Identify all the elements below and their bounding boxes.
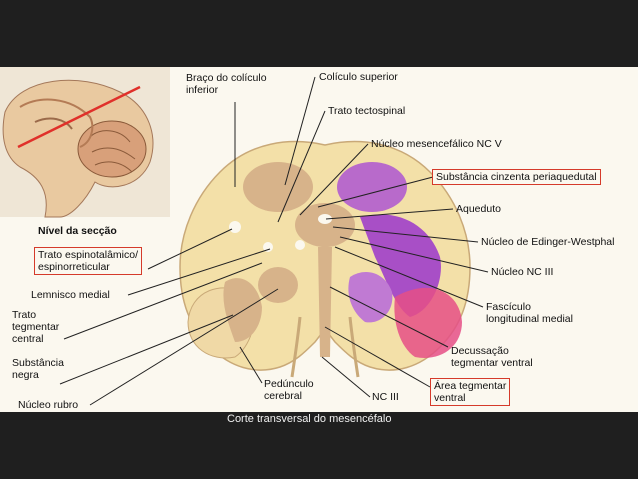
label-pedunculo-line1: Pedúnculo [264, 378, 314, 390]
anatomy-figure: Nível da secção Braço do colículo inferi… [0, 67, 638, 412]
inset-brain-drawing [0, 67, 170, 218]
label-decussacao-line2: tegmentar ventral [451, 357, 533, 369]
label-nucleo-rubro: Núcleo rubro [18, 399, 79, 411]
label-trato-tectospinal: Trato tectospinal [328, 105, 406, 117]
leader-lines [59, 76, 489, 406]
label-braco-coliculo-line1: Braço do colículo [186, 72, 267, 84]
slide-caption: Corte transversal do mesencéfalo [227, 413, 392, 425]
midbrain-section [179, 140, 471, 378]
label-substancia-negra-line2: negra [12, 369, 39, 381]
label-edinger-westphal: Núcleo de Edinger-Westphal [481, 236, 615, 248]
label-trato-tegmentar-line1: Trato [12, 309, 37, 321]
label-nucleo-mesencefalico: Núcleo mesencefálico NC V [371, 138, 502, 150]
label-decussacao-line1: Decussação [451, 345, 509, 357]
label-trato-espinotalamico-line1: Trato espinotalâmico/ [38, 249, 138, 261]
section-level-title: Nível da secção [38, 225, 117, 237]
label-area-tegmentar-line1: Área tegmentar [434, 380, 507, 392]
label-trato-tegmentar-line3: central [12, 333, 44, 345]
label-substancia-negra-line1: Substância [12, 357, 64, 369]
label-coliculo-superior: Colículo superior [319, 71, 398, 83]
label-nucleo-nc3: Núcleo NC III [491, 266, 554, 278]
label-area-tegmentar: Área tegmentar ventral [430, 378, 511, 406]
label-nc3: NC III [372, 391, 399, 403]
label-substancia-cinzenta: Substância cinzenta periaquedutal [432, 169, 601, 185]
label-trato-tegmentar-line2: tegmentar [12, 321, 60, 333]
label-trato-espinotalamico-line2: espinorreticular [38, 261, 110, 273]
label-fasciculo-line1: Fascículo [486, 301, 531, 313]
label-area-tegmentar-line2: ventral [434, 392, 466, 404]
midbrain-illustration [0, 67, 489, 406]
label-fasciculo-line2: longitudinal medial [486, 313, 573, 325]
label-braco-coliculo-line2: inferior [186, 84, 219, 96]
label-trato-espinotalamico: Trato espinotalâmico/ espinorreticular [34, 247, 142, 275]
label-pedunculo-line2: cerebral [264, 390, 302, 402]
aqueduct-lumen [318, 214, 332, 224]
label-aqueduto: Aqueduto [456, 203, 501, 215]
section-level-line [17, 85, 141, 149]
label-lemnisco-medial: Lemnisco medial [31, 289, 110, 301]
